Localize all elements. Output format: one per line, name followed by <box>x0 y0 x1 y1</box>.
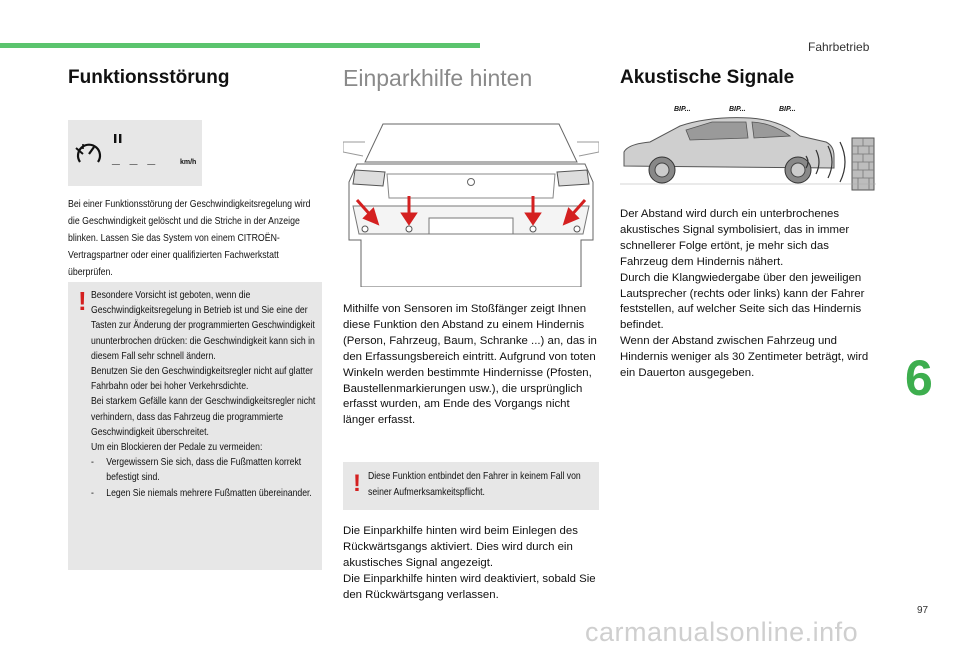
beep-label: BIP... <box>779 106 796 113</box>
activation-line: Die Einparkhilfe hinten wird deaktiviert… <box>343 572 596 601</box>
beep-label: BIP... <box>729 106 746 113</box>
section-title-einparkhilfe: Einparkhilfe hinten <box>343 65 533 91</box>
warning-box-parking: ! Diese Funktion entbindet den Fahrer in… <box>343 462 599 510</box>
chapter-number: 6 <box>905 350 933 406</box>
akustische-signale-text: Der Abstand wird durch ein unterbrochene… <box>620 207 876 382</box>
section-title-funktionsstoerung: Funktionsstörung <box>68 67 230 88</box>
einparkhilfe-paragraph: Mithilfe von Sensoren im Stoßfänger zeig… <box>343 303 597 427</box>
funktionsstoerung-text-wrapper: Bei einer Funktionsstörung der Geschwind… <box>68 196 322 281</box>
warning-icon: ! <box>353 470 361 497</box>
beep-label: BIP... <box>674 106 691 113</box>
warning-line: Besondere Vorsicht ist geboten, wenn die… <box>91 290 315 362</box>
warning-line: Bei starkem Gefälle kann der Geschwindig… <box>91 396 316 438</box>
speed-placeholder: _ _ _ <box>112 150 159 166</box>
watermark-text: carmanualsonline.info <box>585 617 859 647</box>
section-title-akustische-signale: Akustische Signale <box>620 67 795 88</box>
car-rear-sensors-illustration <box>343 123 599 287</box>
bullet-mark: - <box>91 457 94 469</box>
warning-box-cruise-control: ! Besondere Vorsicht ist geboten, wenn d… <box>68 282 322 570</box>
speed-unit: km/h <box>180 159 197 166</box>
bullet-item: - Vergewissern Sie sich, dass die Fußmat… <box>91 455 319 485</box>
warning-line: Benutzen Sie den Geschwindigkeitsregler … <box>91 366 313 393</box>
signal-line: Wenn der Abstand zwischen Fahrzeug und H… <box>620 335 869 380</box>
signal-line: Durch die Klangwiedergabe über den jewei… <box>620 271 865 332</box>
warning-text: Diese Funktion entbindet den Fahrer in k… <box>368 471 581 498</box>
cruise-limiter-mark <box>114 134 122 143</box>
activation-line: Die Einparkhilfe hinten wird beim Einleg… <box>343 525 578 569</box>
bullet-text: Legen Sie niemals mehrere Fußmatten über… <box>106 487 312 499</box>
speedometer-icon <box>75 143 102 163</box>
activation-text: Die Einparkhilfe hinten wird beim Einleg… <box>343 524 599 604</box>
chapter-accent-bar <box>0 43 480 48</box>
signal-line: Der Abstand wird durch ein unterbrochene… <box>620 208 850 268</box>
warning-icon: ! <box>78 286 87 316</box>
instrument-display: _ _ _ km/h <box>68 120 202 186</box>
bullet-item: - Legen Sie niemals mehrere Fußmatten üb… <box>91 486 319 501</box>
warning-text: Besondere Vorsicht ist geboten, wenn die… <box>91 288 319 501</box>
page-number: 97 <box>917 605 929 616</box>
funktionsstoerung-paragraph: Bei einer Funktionsstörung der Geschwind… <box>68 199 311 278</box>
car-side-acoustic-illustration <box>620 117 876 191</box>
bullet-mark: - <box>91 487 94 499</box>
chapter-label: Fahrbetrieb <box>808 40 870 54</box>
bullet-text: Vergewissern Sie sich, dass die Fußmatte… <box>106 457 302 484</box>
warning-line: Um ein Blockieren der Pedale zu vermeide… <box>91 442 263 454</box>
